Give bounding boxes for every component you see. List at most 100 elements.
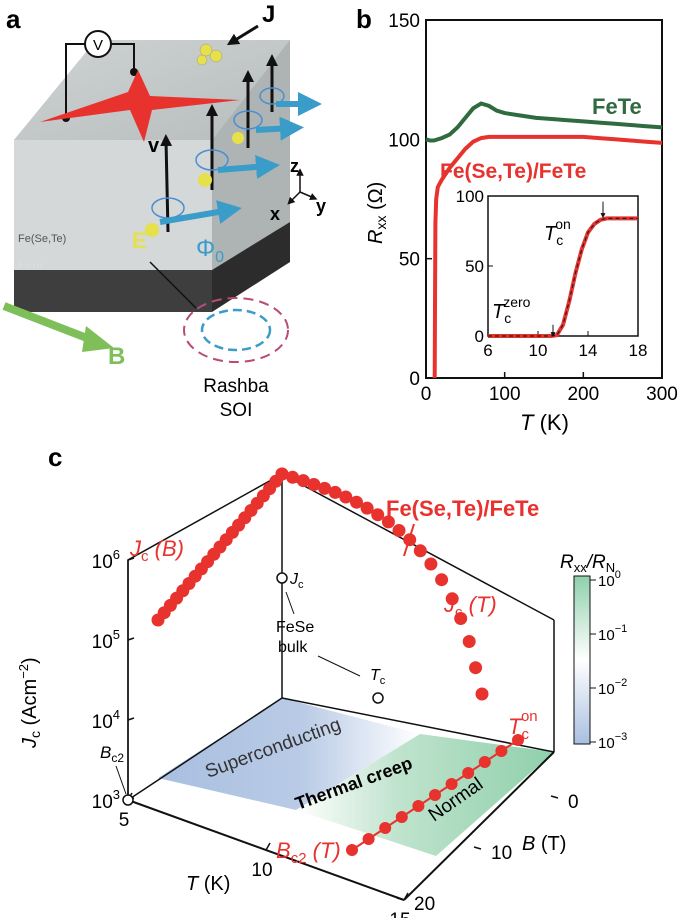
field-b-arrowhead-icon bbox=[82, 326, 114, 352]
axis-y-icon bbox=[299, 191, 318, 200]
colorbar-tick-label: 10−3 bbox=[598, 731, 627, 752]
jc-t-point bbox=[475, 687, 489, 701]
jc-t-point bbox=[462, 635, 476, 648]
voltmeter-wire-right bbox=[108, 43, 135, 72]
inset-x-tick-label: 18 bbox=[629, 341, 648, 360]
jc-t-point bbox=[318, 481, 332, 495]
series-line-0 bbox=[425, 101, 663, 143]
inset-tc-on-label: Tcon bbox=[544, 216, 571, 248]
c-blabel: B (T) bbox=[522, 833, 566, 855]
c-title: Fe(Se,Te)/FeTe bbox=[386, 496, 539, 521]
rashba-inner-ring-icon bbox=[200, 308, 272, 352]
bc2-point bbox=[478, 756, 491, 768]
b-tick bbox=[473, 846, 482, 850]
b-axis-line bbox=[403, 751, 555, 901]
jc-t-point bbox=[328, 485, 342, 499]
vortex-dot-icon bbox=[209, 49, 223, 63]
panel-c: c 1031041051065101501020 Superconducting… bbox=[16, 442, 627, 918]
velocity-label: v bbox=[148, 135, 160, 157]
soi-label-line2: SOI bbox=[220, 400, 253, 421]
bc2-point bbox=[512, 734, 524, 746]
inset-fit-line bbox=[488, 217, 638, 337]
panel-c-label: c bbox=[48, 442, 62, 472]
jc-t-point bbox=[371, 508, 385, 522]
bc2-t-label: Bc2 (T) bbox=[276, 838, 341, 867]
vortex-loop-icon bbox=[233, 110, 263, 130]
x-tick-label: 100 bbox=[489, 384, 521, 405]
axis-y-label: y bbox=[316, 196, 326, 216]
vortex-dot-icon bbox=[196, 54, 208, 66]
rashba-outer-ring-icon bbox=[183, 297, 289, 363]
t-tick-label: 15 bbox=[389, 910, 410, 918]
jc-t-point bbox=[445, 592, 459, 606]
bc2-point bbox=[462, 767, 475, 779]
t-tick bbox=[265, 842, 271, 851]
vortex-dot-icon bbox=[199, 43, 213, 57]
contact-right bbox=[130, 68, 138, 76]
colorbar-tick-label: 100 bbox=[598, 569, 621, 590]
layer-bottom-label: FeTe bbox=[18, 259, 42, 271]
main-plot-series bbox=[425, 101, 663, 379]
fese-leader-bottom bbox=[317, 655, 361, 677]
voltmeter-icon bbox=[84, 30, 112, 58]
inset-x-tick-label: 10 bbox=[529, 341, 548, 360]
flux-arrow-icon bbox=[255, 116, 304, 141]
z-tick-label: 104 bbox=[92, 707, 120, 733]
main-xlabel: T (K) bbox=[520, 410, 569, 435]
flux-arrow-icon bbox=[217, 154, 280, 179]
z-tick bbox=[127, 717, 135, 721]
fese-tc-marker bbox=[372, 692, 384, 704]
jc-t-label: Jc (T) bbox=[443, 592, 497, 621]
jc-t-point bbox=[275, 467, 289, 481]
floor-back-right-edge bbox=[281, 697, 555, 753]
c-data-series bbox=[151, 467, 524, 856]
bc2-point bbox=[495, 745, 508, 757]
jc-t-point bbox=[286, 470, 300, 484]
fese-leader-top bbox=[285, 591, 295, 615]
fese-tc-label: Tc bbox=[370, 667, 386, 687]
field-b-arrow-icon bbox=[2, 302, 94, 344]
bc2-point bbox=[346, 844, 358, 856]
x-tick-label: 200 bbox=[567, 384, 599, 405]
field-e-label: E bbox=[132, 228, 147, 253]
soi-label-line1: Rashba bbox=[203, 376, 269, 397]
series-line-1 bbox=[432, 134, 663, 379]
voltmeter-label: V bbox=[93, 37, 103, 54]
corner-bc2-label: Bc2 bbox=[100, 743, 124, 765]
fete-layer-front bbox=[14, 270, 212, 312]
jc-t-point bbox=[454, 612, 468, 625]
vortex-group bbox=[145, 54, 322, 237]
current-star-icon bbox=[40, 70, 240, 142]
panel-b-label: b bbox=[356, 4, 372, 34]
jc-t-point bbox=[307, 478, 321, 491]
axis-x-icon bbox=[287, 191, 301, 205]
y-tick-label: 150 bbox=[388, 11, 420, 32]
y-tick-label: 100 bbox=[388, 130, 420, 151]
fese-jc-label: Jc bbox=[289, 571, 304, 591]
bc2-point bbox=[362, 833, 375, 845]
bc2-point bbox=[379, 822, 392, 834]
colorbar bbox=[573, 575, 591, 745]
legend-fese: Fe(Se,Te)/FeTe bbox=[440, 160, 586, 183]
fese-text2: bulk bbox=[278, 639, 308, 656]
rashba-ring-icon bbox=[183, 297, 289, 363]
layer-top-label: Fe(Se,Te) bbox=[18, 233, 66, 245]
z-tick bbox=[127, 557, 135, 561]
inset-y-tick-label: 0 bbox=[475, 327, 484, 346]
axis-x-label: x bbox=[270, 204, 280, 224]
current-arrow-icon bbox=[226, 24, 259, 46]
t-tick bbox=[403, 892, 409, 901]
fese-text1: FeSe bbox=[276, 619, 314, 636]
corner-bc2-marker bbox=[122, 794, 134, 806]
vortex-core-icon bbox=[232, 132, 244, 144]
b-tick-label: 0 bbox=[568, 792, 579, 813]
bc2-point bbox=[429, 789, 441, 801]
current-label: J bbox=[262, 1, 275, 28]
axis-z-label: z bbox=[290, 156, 299, 176]
vortex-arrow-icon bbox=[160, 134, 173, 233]
inset-tc-zero-label: Tczero bbox=[492, 294, 531, 326]
main-ylabel: Rxx (Ω) bbox=[365, 182, 389, 244]
inset-x-tick-label: 14 bbox=[579, 341, 598, 360]
